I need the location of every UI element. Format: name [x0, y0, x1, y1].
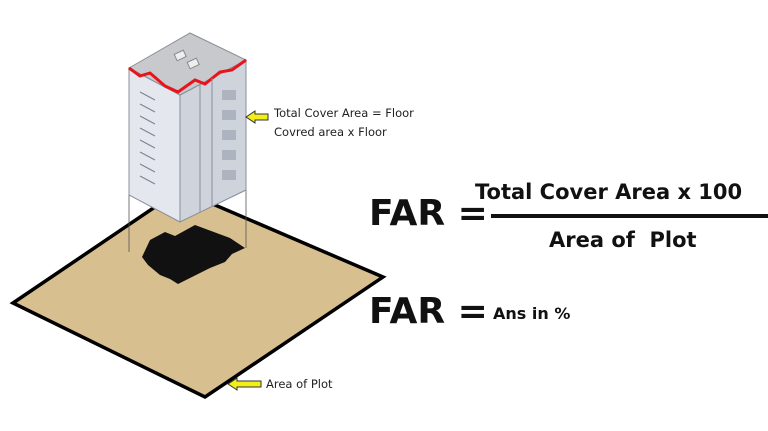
formula1-lhs: FAR = — [369, 193, 488, 234]
cover-area-label-line2: Covred area x Floor — [274, 125, 387, 139]
floor-outline-highlight — [128, 58, 247, 94]
arrow-icon — [245, 110, 269, 124]
cover-area-label-line1: Total Cover Area = Floor — [274, 106, 414, 120]
building — [127, 32, 248, 223]
arrow-icon — [227, 377, 262, 391]
formula1-numerator: Total Cover Area x 100 — [475, 180, 743, 204]
plot-area-label: Area of Plot — [266, 377, 333, 391]
plot-area — [9, 188, 387, 400]
formula2-rhs: Ans in % — [493, 304, 571, 323]
building-footprint-shadow — [142, 225, 245, 284]
formula2-lhs: FAR = — [369, 291, 488, 332]
formula1-denominator: Area of Plot — [549, 228, 697, 252]
